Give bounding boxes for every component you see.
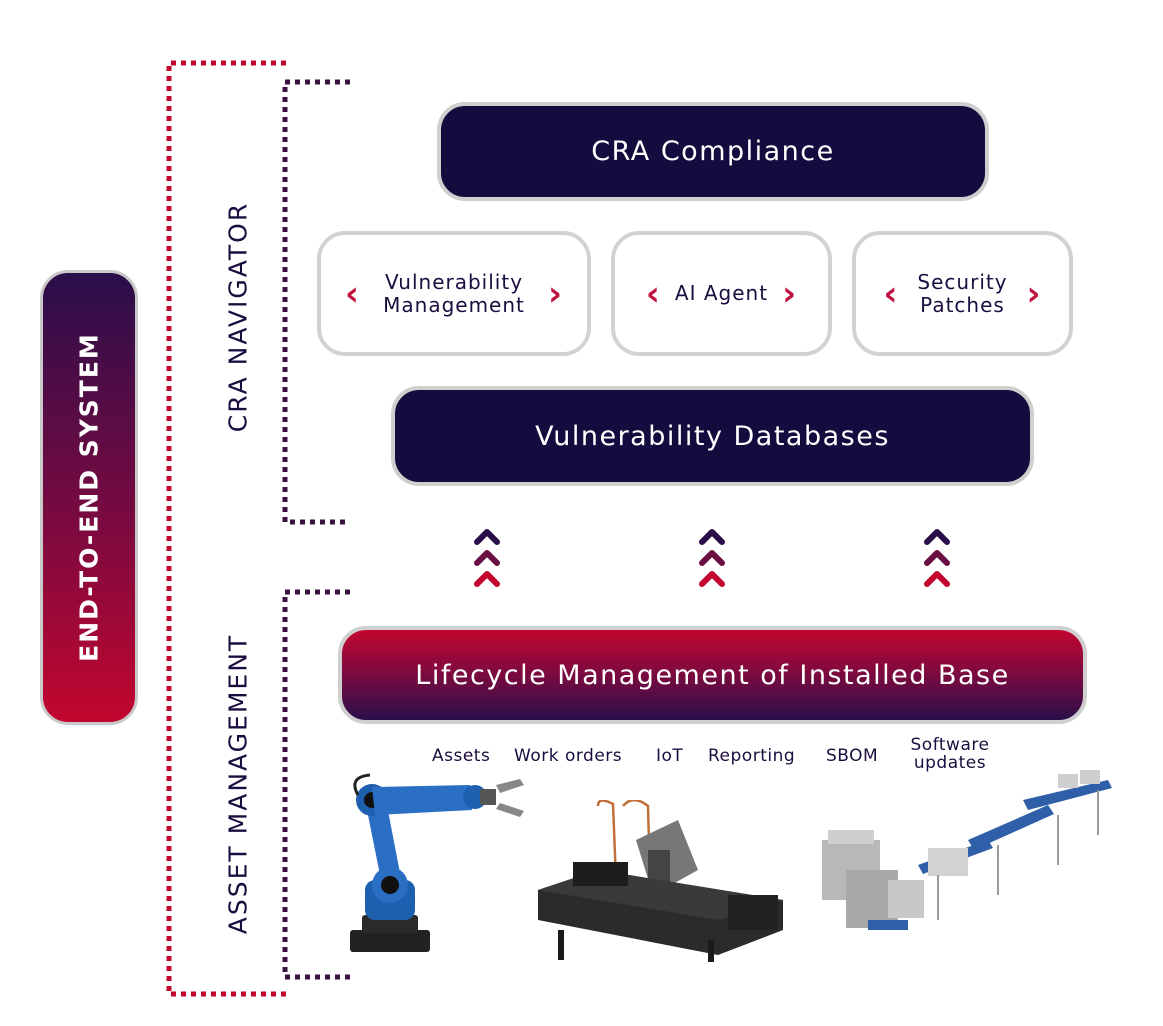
module-label: AI Agent [674,281,769,305]
chevron-right-icon: › [1026,273,1042,314]
chevron-left-icon: ‹ [344,273,360,314]
up-arrow-icon [927,532,947,584]
feature-reporting: Reporting [708,746,796,766]
robot-arm-image [350,773,524,952]
module-ai-agent: ‹ AI Agent › [611,231,832,356]
feature-sbom: SBOM [826,746,879,766]
cutting-machine-image [538,800,783,962]
chevron-left-icon: ‹ [883,273,899,314]
chevron-right-icon: › [782,273,798,314]
vulnerability-databases-text: Vulnerability Databases [535,420,890,452]
feature-software-updates: Software updates [910,735,990,773]
cra-compliance-text: CRA Compliance [591,136,835,167]
end-to-end-system-pill [40,270,138,725]
module-security-patches: ‹ Security Patches › [852,231,1073,356]
up-arrow-icon [702,532,722,584]
production-line-image [822,770,1112,930]
cra-compliance-box: CRA Compliance [437,102,989,201]
feature-work-orders: Work orders [514,746,623,766]
lifecycle-management-box: Lifecycle Management of Installed Base [338,626,1087,724]
feature-assets: Assets [432,746,491,766]
lifecycle-management-text: Lifecycle Management of Installed Base [415,659,1010,691]
module-label: Vulnerability Management [383,269,525,317]
feature-iot: IoT [656,746,684,766]
up-arrow-icon [477,532,497,584]
chevron-right-icon: › [548,273,564,314]
module-label: Security Patches [917,269,1008,317]
vulnerability-databases-box: Vulnerability Databases [391,386,1034,486]
chevron-left-icon: ‹ [645,273,661,314]
module-vulnerability-management: ‹ Vulnerability Management › [317,231,591,356]
